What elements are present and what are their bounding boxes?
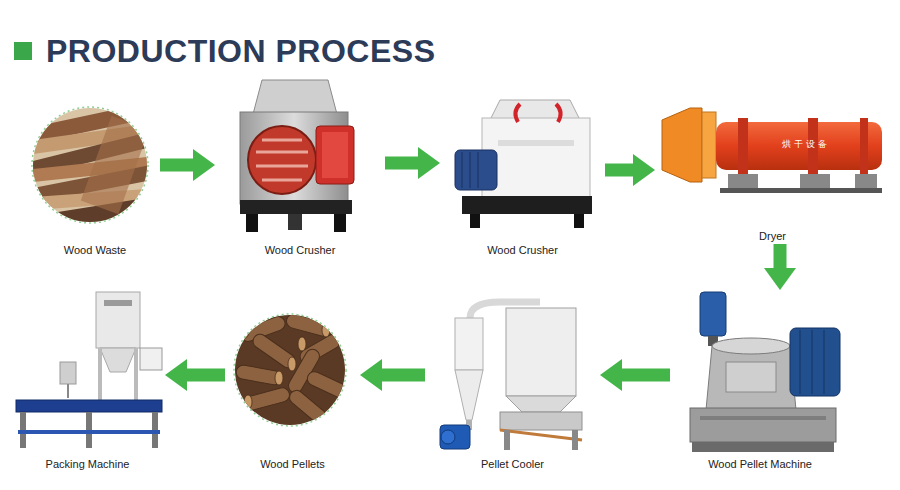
process-step: Wood Waste — [30, 90, 160, 258]
machine-marking: 烘干设备 — [782, 138, 830, 151]
process-step: Wood Crusher — [215, 90, 385, 258]
wood-waste-picture — [19, 101, 160, 236]
hammer-mill-picture — [455, 100, 592, 228]
step-label: Dryer — [759, 230, 786, 243]
process-step: Dryer — [655, 90, 890, 244]
step-label: Wood Pellet Machine — [708, 458, 812, 471]
flow-arrow — [160, 159, 193, 172]
title-square — [14, 42, 32, 60]
process-step: Wood Crusher — [440, 90, 605, 258]
process-step: Packing Machine — [10, 290, 165, 472]
step-label: Wood Waste — [64, 244, 126, 257]
step-label: Wood Pellets — [260, 458, 325, 471]
flow-arrow — [774, 244, 787, 268]
flow-arrow — [605, 164, 633, 177]
process-step: Wood Pellet Machine — [670, 290, 850, 472]
page-title: PRODUCTION PROCESS — [46, 33, 435, 70]
step-label: Pellet Cooler — [481, 458, 544, 471]
flow-arrow — [187, 369, 225, 382]
packing-machine-picture — [16, 292, 162, 448]
step-label: Wood Crusher — [487, 244, 558, 257]
drum-crusher-picture — [240, 80, 354, 232]
step-label: Wood Crusher — [265, 244, 336, 257]
flow-arrow — [385, 157, 418, 170]
process-step: Pellet Cooler — [425, 295, 600, 472]
pellet-cooler-picture — [440, 302, 582, 450]
process-step: Wood Pellets — [225, 295, 360, 472]
step-label: Packing Machine — [46, 458, 130, 471]
flow-arrow — [622, 369, 670, 382]
pellet-mill-picture — [690, 292, 840, 452]
flow-arrow — [382, 369, 425, 382]
wood-pellets-picture — [234, 313, 351, 427]
rotary-dryer-picture — [662, 108, 882, 193]
